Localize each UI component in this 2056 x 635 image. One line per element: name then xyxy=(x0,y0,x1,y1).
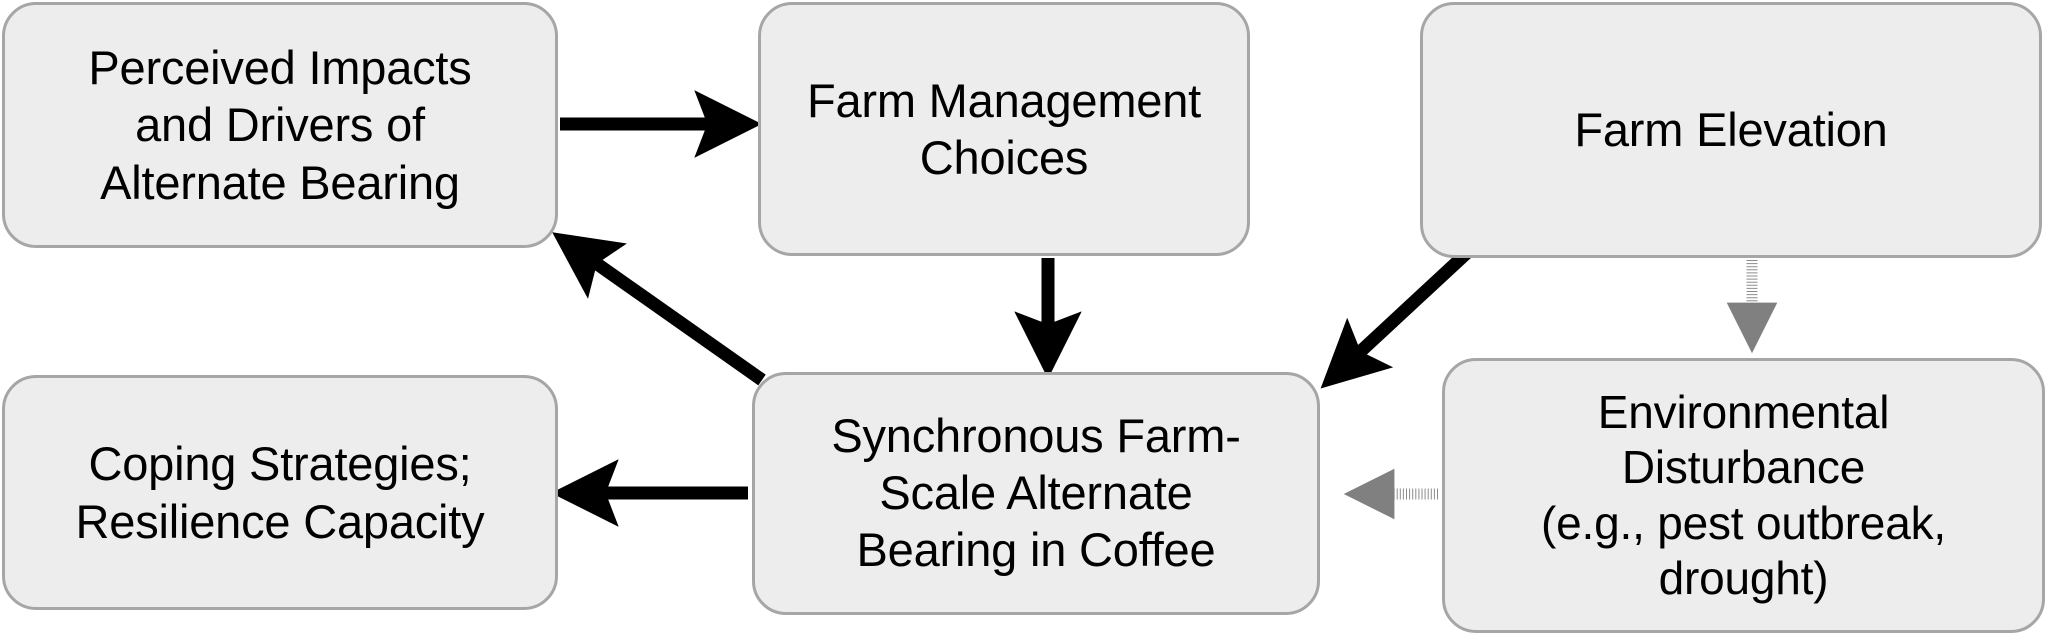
node-label: Farm Elevation xyxy=(1574,103,1888,157)
node-synchronous-farm-scale-alternate-bearing-in-coffee[interactable]: Synchronous Farm- Scale Alternate Bearin… xyxy=(752,372,1320,615)
edge-elevation-to-synchronous xyxy=(1320,245,1475,389)
node-label: Perceived Impacts and Drivers of Alterna… xyxy=(88,41,472,209)
node-coping-strategies-resilience-capacity[interactable]: Coping Strategies; Resilience Capacity xyxy=(2,375,558,610)
node-label: Coping Strategies; Resilience Capacity xyxy=(75,437,485,548)
node-farm-elevation[interactable]: Farm Elevation xyxy=(1420,2,2042,258)
node-label: Synchronous Farm- Scale Alternate Bearin… xyxy=(831,409,1241,576)
edge-synchronous-to-perceived xyxy=(552,232,766,386)
node-label: Farm Management Choices xyxy=(806,73,1202,184)
node-label: Environmental Disturbance (e.g., pest ou… xyxy=(1541,386,1946,604)
node-environmental-disturbance[interactable]: Environmental Disturbance (e.g., pest ou… xyxy=(1442,358,2045,633)
node-perceived-impacts-and-drivers[interactable]: Perceived Impacts and Drivers of Alterna… xyxy=(2,2,558,248)
node-farm-management-choices[interactable]: Farm Management Choices xyxy=(758,2,1250,256)
